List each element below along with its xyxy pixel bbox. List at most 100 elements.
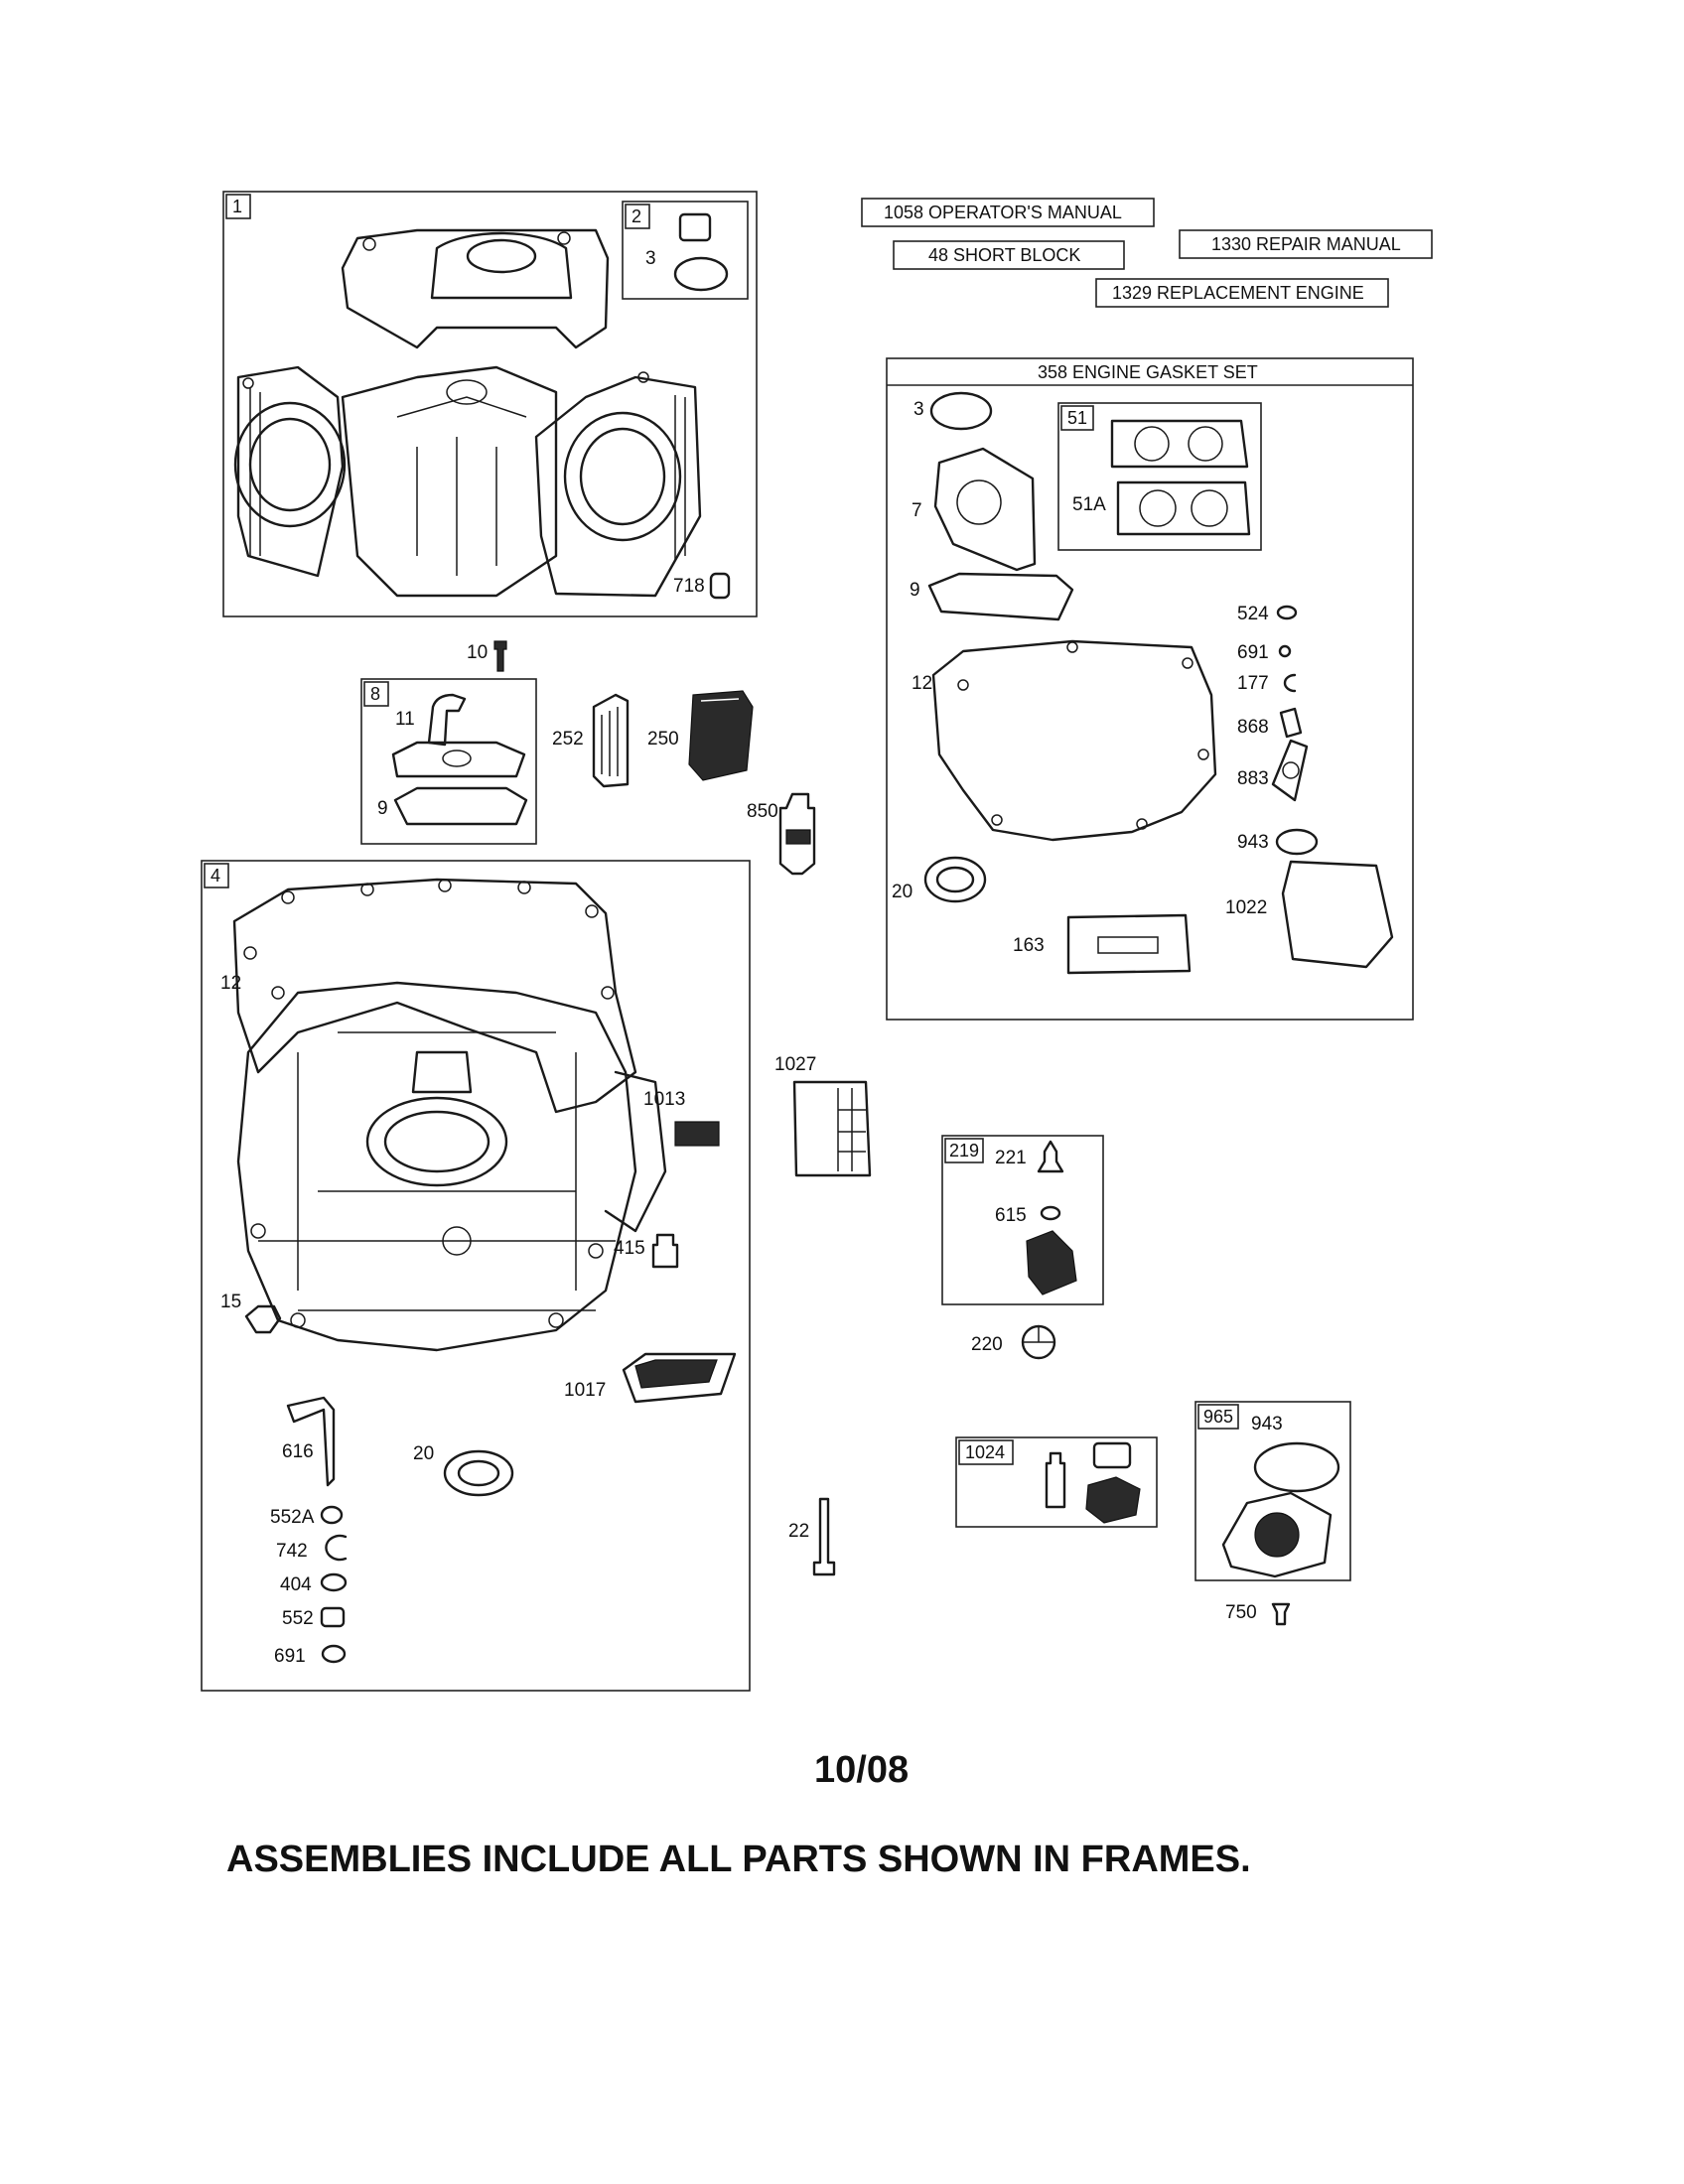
seal-part: [929, 391, 993, 431]
part-label: 691: [1237, 642, 1269, 663]
part-label: 10: [467, 642, 488, 663]
seal-part: [443, 1449, 514, 1497]
frame-number: 51: [1067, 408, 1087, 428]
clip-part: [325, 1534, 348, 1562]
seal-part: [1279, 707, 1303, 739]
screw-part: [493, 640, 507, 672]
part-label: 868: [1237, 717, 1269, 738]
governor-shaft-part: [286, 1396, 336, 1487]
breather-frame: [360, 678, 537, 845]
filter-part: [592, 693, 630, 788]
part-label: 691: [274, 1646, 306, 1667]
head-gasket-alt-part: [1116, 480, 1251, 536]
part-label: 883: [1237, 768, 1269, 789]
part-label: 615: [995, 1205, 1027, 1226]
intake-gasket-part: [1271, 739, 1309, 802]
cylinder-block-part: [233, 228, 702, 598]
bushing-part: [678, 212, 712, 242]
breather-gasket-part: [393, 786, 528, 826]
filter-element-part: [688, 690, 754, 781]
pump-rotor-part: [1092, 1441, 1132, 1469]
part-label: 1013: [643, 1089, 685, 1110]
gasket-holes: [957, 641, 1209, 830]
pump-cover-part: [1221, 1491, 1333, 1578]
plug-part: [651, 1233, 679, 1269]
part-label: 220: [971, 1334, 1003, 1355]
o-ring-part: [1275, 828, 1319, 856]
part-label: 20: [892, 882, 912, 902]
frame-number-box: [625, 204, 650, 229]
oil-pump-assy-frame: [1194, 1401, 1351, 1581]
frame-number-box: [1197, 1404, 1239, 1430]
part-label: 177: [1237, 673, 1269, 694]
breather-cover-part: [391, 741, 526, 778]
seal-part: [673, 256, 729, 292]
seal-ring-part: [1278, 644, 1292, 658]
frame-number: 219: [949, 1141, 979, 1160]
dowel-part: [709, 572, 731, 600]
clip-part: [1283, 673, 1297, 693]
frame-number-box: [958, 1439, 1014, 1465]
screen-part: [674, 1121, 720, 1147]
part-label: 943: [1237, 832, 1269, 853]
part-label: 15: [220, 1292, 241, 1312]
operators-manual-box: [861, 198, 1155, 227]
short-block-label: 48 SHORT BLOCK: [928, 245, 1080, 265]
part-label: 943: [1251, 1414, 1283, 1434]
frame-number: 1: [232, 197, 242, 216]
frame-number-box: [1060, 405, 1094, 431]
pump-gear-part: [1085, 1476, 1141, 1524]
valve-cover-gasket-part: [933, 447, 1037, 572]
footer-note: ASSEMBLIES INCLUDE ALL PARTS SHOWN IN FR…: [226, 1839, 1251, 1880]
washer-part: [320, 1505, 344, 1525]
frame-number-box: [363, 681, 389, 707]
sump-housing-part: [236, 981, 667, 1352]
part-label: 742: [276, 1541, 308, 1562]
replacement-engine-label: 1329 REPLACEMENT ENGINE: [1112, 283, 1364, 303]
part-label: 22: [788, 1521, 809, 1542]
sump-gasket-part: [931, 639, 1217, 842]
cylinder-frame: [222, 191, 758, 617]
part-label: 415: [614, 1238, 645, 1259]
part-label: 163: [1013, 935, 1045, 956]
frame-oil-pump: 1024: [955, 1436, 1158, 1528]
pump-shaft-part: [1045, 1451, 1066, 1509]
part-label: 7: [912, 500, 922, 521]
drain-plug-part: [244, 1304, 282, 1334]
head-gasket-frame: [1057, 402, 1262, 551]
frame-number: 1024: [965, 1442, 1005, 1462]
ring-part: [320, 1572, 348, 1592]
seal-ring-part: [321, 1644, 347, 1664]
part-label: 552: [282, 1608, 314, 1629]
part-label: 250: [647, 729, 679, 750]
part-label: 552A: [270, 1507, 315, 1528]
part-label: 1022: [1225, 897, 1267, 918]
frame-sump: 4 12 1013 415: [201, 860, 751, 1692]
frame-cylinder: 1 2 3 718: [222, 191, 758, 617]
frame-number: 4: [210, 866, 220, 886]
gasket-set-title: 358 ENGINE GASKET SET: [1038, 362, 1258, 382]
cylinder-sub-frame: [622, 201, 749, 300]
frame-number-box: [944, 1138, 984, 1163]
washer-part: [1276, 605, 1298, 620]
part-label: 252: [552, 729, 584, 750]
oil-filter-part: [792, 1080, 872, 1177]
part-label: 1027: [774, 1054, 816, 1075]
oil-pump-frame: [955, 1436, 1158, 1528]
part-label: 9: [910, 580, 920, 601]
frame-oil-pump-assy: 965 943 750: [1194, 1401, 1351, 1626]
o-ring-part: [1253, 1441, 1340, 1493]
frame-gasket-set: 358 ENGINE GASKET SET 3 51 51A 7 9 524 6…: [886, 357, 1414, 1021]
cover-gasket-part: [1281, 860, 1394, 969]
frame-number-box: [204, 863, 229, 888]
sump-frame: [201, 860, 751, 1692]
part-label: 11: [395, 709, 415, 730]
misc-parts: 1027 22: [774, 1054, 872, 1576]
part-label: 3: [913, 399, 924, 420]
bolt-part: [812, 1497, 836, 1576]
part-label: 3: [645, 248, 656, 269]
seal-part: [923, 856, 987, 903]
governor-frame: [941, 1135, 1104, 1305]
cup-part: [1037, 1140, 1064, 1173]
